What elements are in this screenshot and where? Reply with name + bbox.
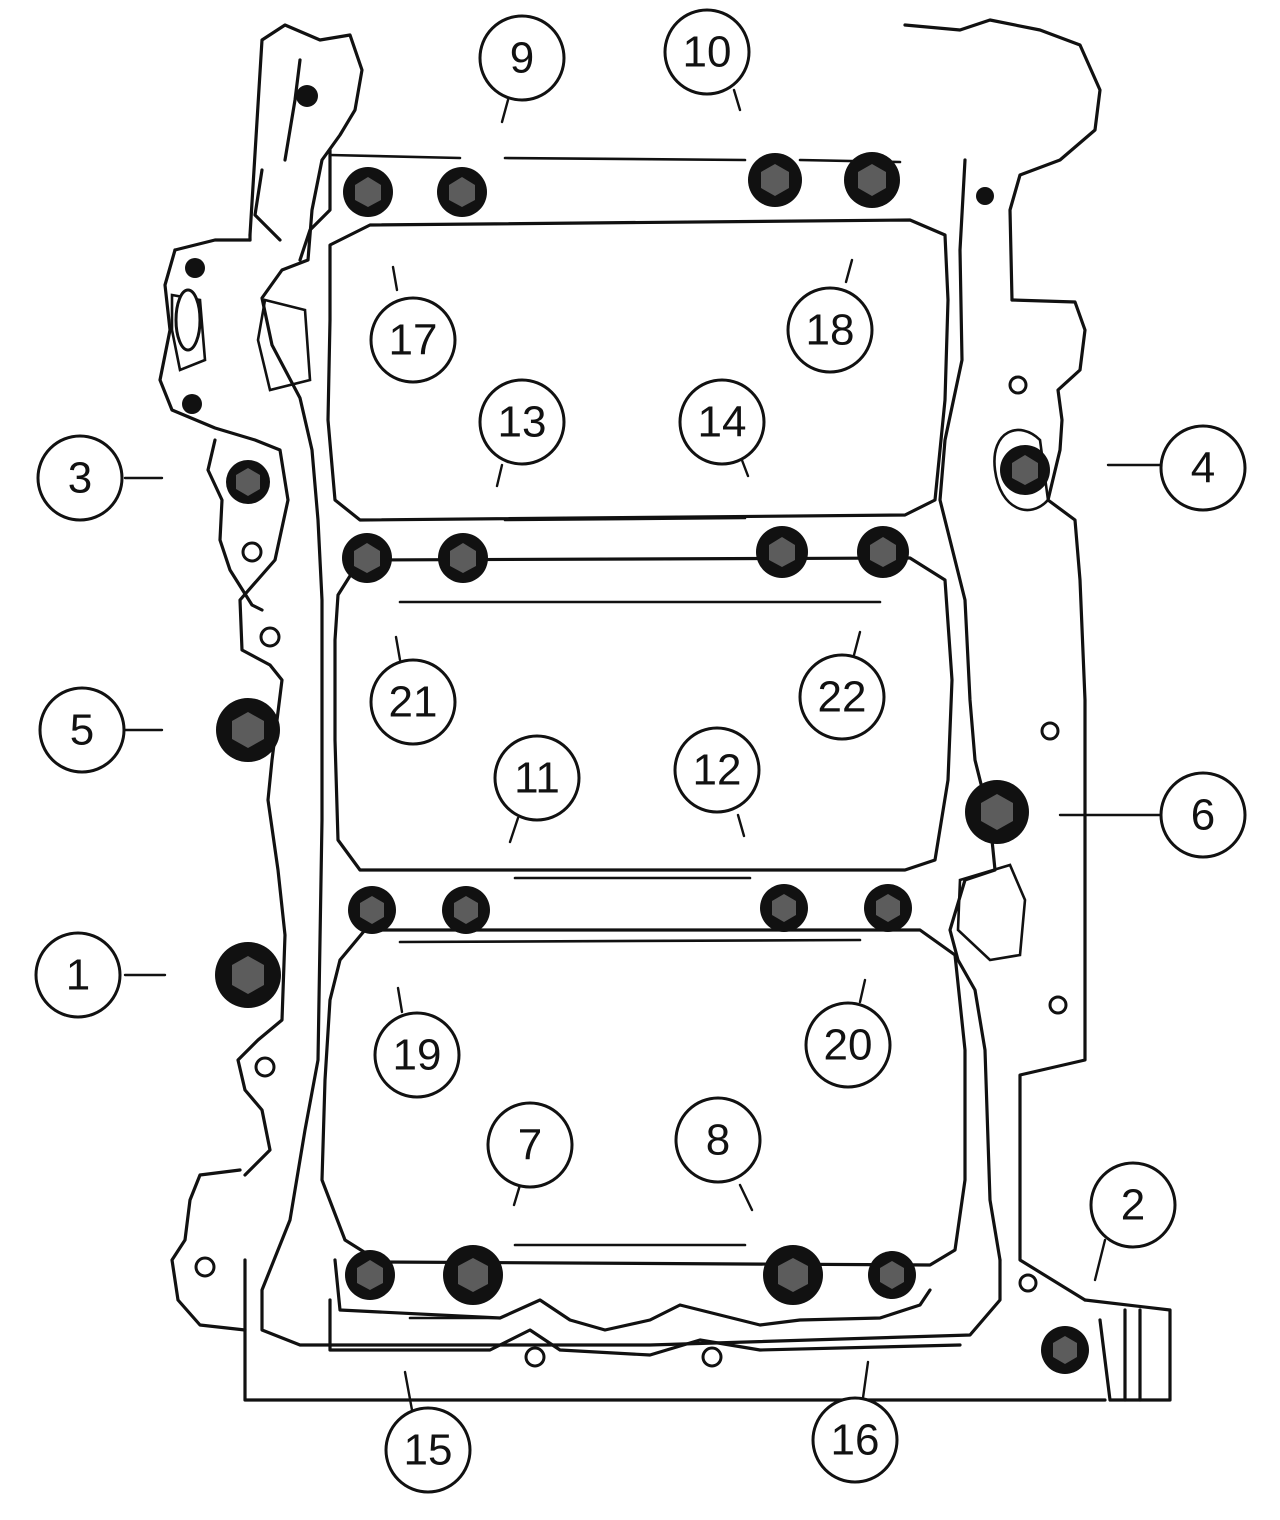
callout-19-label: 19 — [393, 1031, 442, 1080]
hole — [524, 1346, 546, 1368]
dowel — [182, 394, 202, 414]
callout-7: 7 — [486, 1101, 574, 1189]
callout-6: 6 — [1159, 771, 1247, 859]
holes — [174, 85, 1068, 1368]
bolt — [345, 1250, 395, 1300]
oval-slot — [174, 288, 202, 352]
dowel — [296, 85, 318, 107]
hole — [1008, 375, 1028, 395]
callout-12: 12 — [673, 726, 761, 814]
bolt — [844, 152, 900, 208]
casting-outline — [158, 18, 1172, 1402]
callouts: 1 2 3 4 5 6 7 8 9 10 11 12 13 14 15 16 1… — [34, 8, 1247, 1494]
callout-21-label: 21 — [389, 678, 438, 727]
callout-9: 9 — [478, 14, 566, 102]
bolt — [868, 1251, 916, 1299]
bolt — [343, 167, 393, 217]
callout-5-label: 5 — [70, 706, 94, 755]
callout-2: 2 — [1089, 1161, 1177, 1249]
hole — [1048, 995, 1068, 1015]
bolt — [1041, 1326, 1089, 1374]
callout-2-label: 2 — [1121, 1181, 1145, 1230]
callout-19: 19 — [373, 1011, 461, 1099]
bolt — [442, 886, 490, 934]
dowel — [976, 187, 994, 205]
hole — [701, 1346, 723, 1368]
callout-5: 5 — [38, 686, 126, 774]
callout-7-label: 7 — [518, 1121, 542, 1170]
callout-1-label: 1 — [66, 951, 90, 1000]
bolt — [226, 460, 270, 504]
hole — [254, 1056, 276, 1078]
callout-17-label: 17 — [389, 316, 438, 365]
callout-12-label: 12 — [693, 746, 742, 795]
callout-14: 14 — [678, 378, 766, 466]
callout-16-label: 16 — [831, 1416, 880, 1465]
bolt — [748, 153, 802, 207]
callout-20-label: 20 — [824, 1021, 873, 1070]
callout-3-label: 3 — [68, 454, 92, 503]
callout-6-label: 6 — [1191, 791, 1215, 840]
callout-21: 21 — [369, 658, 457, 746]
callout-10: 10 — [663, 8, 751, 96]
callout-16: 16 — [811, 1396, 899, 1484]
callout-14-label: 14 — [698, 398, 747, 447]
callout-8: 8 — [674, 1096, 762, 1184]
dowel — [185, 258, 205, 278]
inner-frame — [170, 153, 1050, 1357]
callout-22: 22 — [798, 653, 886, 741]
callout-9-label: 9 — [510, 34, 534, 83]
bolt — [857, 526, 909, 578]
callout-22-label: 22 — [818, 673, 867, 722]
bolt — [864, 884, 912, 932]
callout-3: 3 — [36, 434, 124, 522]
callout-15: 15 — [384, 1406, 472, 1494]
callout-20: 20 — [804, 1001, 892, 1089]
hole — [1040, 721, 1060, 741]
callout-4-label: 4 — [1191, 444, 1215, 493]
callout-13-label: 13 — [498, 398, 547, 447]
bolt — [965, 780, 1029, 844]
bolt — [443, 1245, 503, 1305]
bolt — [756, 526, 808, 578]
callout-1: 1 — [34, 931, 122, 1019]
callout-8-label: 8 — [706, 1116, 730, 1165]
bolt — [216, 698, 280, 762]
callout-10-label: 10 — [683, 28, 732, 77]
callout-18: 18 — [786, 286, 874, 374]
bolt — [215, 942, 281, 1008]
callout-15-label: 15 — [404, 1426, 453, 1475]
bolt — [342, 533, 392, 583]
callout-13: 13 — [478, 378, 566, 466]
callout-18-label: 18 — [806, 306, 855, 355]
bolt — [1000, 445, 1050, 495]
callout-17: 17 — [369, 296, 457, 384]
hole — [241, 541, 263, 563]
bolt — [438, 533, 488, 583]
callout-4: 4 — [1159, 424, 1247, 512]
bolt — [348, 886, 396, 934]
hole — [1018, 1273, 1038, 1293]
bolt — [760, 884, 808, 932]
bolt — [437, 167, 487, 217]
callout-11-label: 11 — [514, 754, 560, 803]
bolts — [215, 152, 1089, 1374]
hole — [194, 1256, 216, 1278]
callout-11: 11 — [493, 734, 581, 822]
leader-lines — [123, 88, 1162, 1412]
bolt — [763, 1245, 823, 1305]
hole — [259, 626, 281, 648]
